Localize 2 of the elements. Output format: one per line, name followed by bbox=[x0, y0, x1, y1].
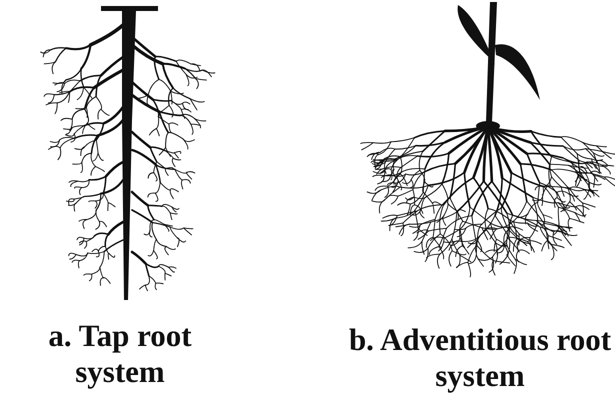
caption: a. Tap root system bbox=[47, 318, 193, 390]
caption: b. Adventitious root system bbox=[348, 322, 612, 394]
